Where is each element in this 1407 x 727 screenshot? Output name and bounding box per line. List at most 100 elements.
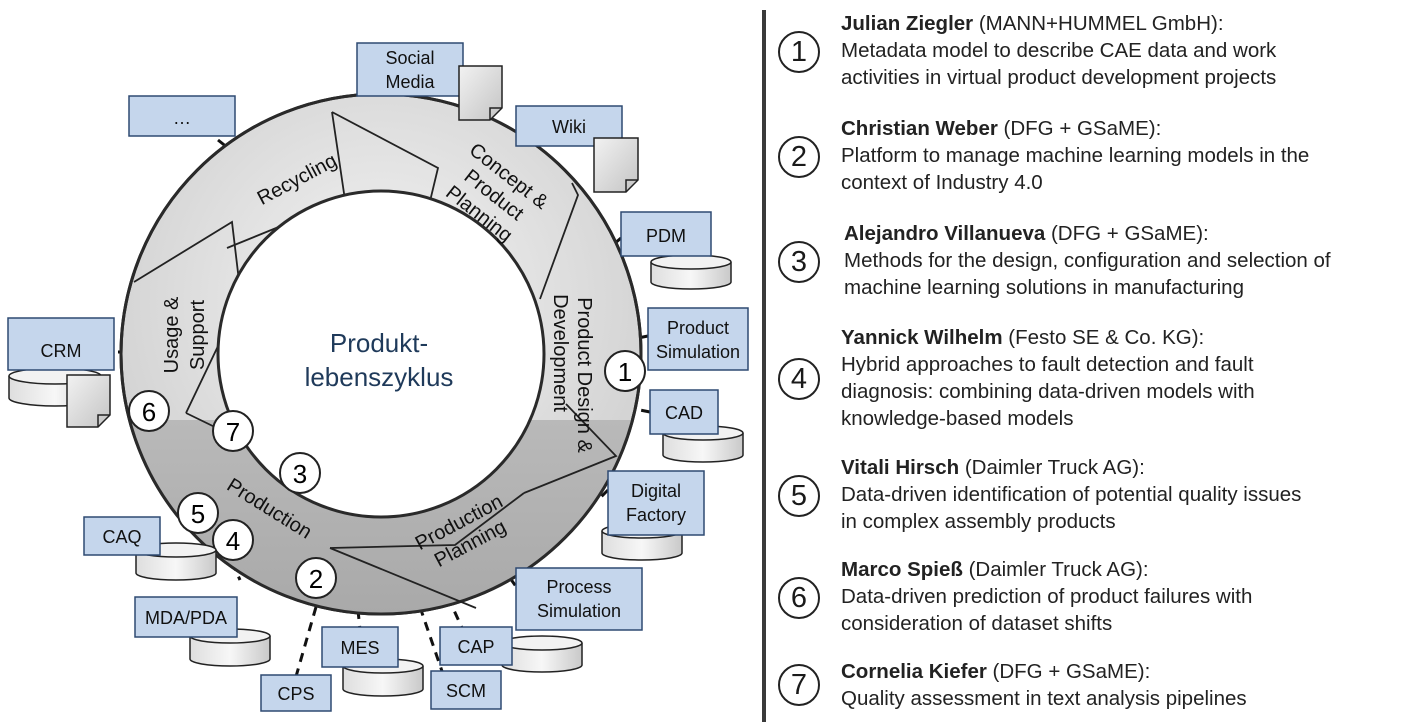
entry-org: (MANN+HUMMEL GmbH): — [973, 12, 1224, 35]
svg-text:Media: Media — [385, 72, 435, 92]
entry-line: machine learning solutions in manufactur… — [844, 276, 1244, 299]
vertical-divider — [762, 10, 766, 722]
entry-heading: Christian Weber (DFG + GSaME): — [841, 115, 1401, 142]
svg-text:MES: MES — [340, 638, 379, 658]
entry-heading: Marco Spieß (Daimler Truck AG): — [841, 556, 1401, 583]
svg-text:Digital: Digital — [631, 481, 681, 501]
entry-line: knowledge-based models — [841, 407, 1074, 430]
phase-usage: Usage & Support — [161, 296, 209, 373]
entry-heading: Yannick Wilhelm (Festo SE & Co. KG): — [841, 324, 1401, 351]
system-process-simulation: Process Simulation — [515, 567, 643, 631]
diagram-markers: 1 2 3 4 5 6 7 — [128, 350, 646, 599]
entry-org: (Festo SE & Co. KG): — [1002, 326, 1205, 349]
svg-text:lebenszyklus: lebenszyklus — [305, 362, 454, 392]
marker-7: 7 — [212, 410, 254, 452]
svg-text:Simulation: Simulation — [537, 601, 621, 621]
database-icon — [342, 666, 424, 697]
entry-number: 6 — [778, 577, 820, 619]
entry-name: Alejandro Villanueva — [844, 222, 1046, 245]
svg-text:…: … — [173, 108, 191, 128]
system-scm: SCM — [430, 670, 502, 710]
svg-text:CAP: CAP — [457, 637, 494, 657]
svg-text:Process: Process — [546, 577, 611, 597]
svg-text:Wiki: Wiki — [552, 117, 586, 137]
svg-text:Usage &: Usage & — [161, 296, 183, 373]
entry-line: Metadata model to describe CAE data and … — [841, 39, 1277, 62]
entry-name: Marco Spieß — [841, 558, 963, 581]
marker-3: 3 — [279, 452, 321, 494]
marker-4: 4 — [212, 519, 254, 561]
entry-heading: Alejandro Villanueva (DFG + GSaME): — [844, 220, 1404, 247]
svg-text:Simulation: Simulation — [656, 342, 740, 362]
entry-org: (Daimler Truck AG): — [962, 558, 1149, 581]
entry-line: Data-driven identification of potential … — [841, 483, 1302, 506]
database-icon — [601, 531, 683, 561]
system-more: … — [128, 95, 236, 137]
entry-number: 4 — [778, 358, 820, 400]
marker-5: 5 — [177, 492, 219, 534]
entry-org: (Daimler Truck AG): — [959, 456, 1145, 479]
entry-org: (DFG + GSaME): — [997, 117, 1162, 140]
svg-text:Product Design &: Product Design & — [573, 297, 595, 453]
svg-text:CRM: CRM — [41, 341, 82, 361]
entry-org: (DFG + GSaME): — [986, 660, 1151, 683]
entry-line: Hybrid approaches to fault detection and… — [841, 353, 1254, 376]
svg-text:Development: Development — [549, 294, 571, 412]
svg-text:5: 5 — [191, 499, 205, 529]
entry-name: Yannick Wilhelm — [841, 326, 1003, 349]
system-mda-pda: MDA/PDA — [134, 596, 271, 667]
svg-text:1: 1 — [618, 357, 632, 387]
lifecycle-ring — [119, 92, 643, 616]
database-icon — [135, 550, 217, 581]
svg-text:7: 7 — [226, 417, 240, 447]
system-pdm: PDM — [620, 211, 732, 290]
svg-text:6: 6 — [142, 397, 156, 427]
svg-text:4: 4 — [226, 526, 240, 556]
document-icon — [593, 137, 639, 193]
document-icon — [458, 65, 503, 121]
entry-name: Christian Weber — [841, 117, 998, 140]
entry-line: diagnosis: combining data-driven models … — [841, 380, 1255, 403]
svg-text:Produkt-: Produkt- — [330, 328, 428, 358]
phase-design: Product Design & Development — [549, 294, 595, 453]
entry-name: Julian Ziegler — [841, 12, 974, 35]
svg-text:CPS: CPS — [277, 684, 314, 704]
center-label: Produkt- lebenszyklus — [305, 328, 454, 392]
database-icon — [662, 433, 744, 463]
entry-number: 1 — [778, 31, 820, 73]
entry-line: consideration of dataset shifts — [841, 612, 1113, 635]
system-social-media: Social Media — [356, 42, 503, 121]
svg-text:CAQ: CAQ — [102, 527, 141, 547]
entry-line: in complex assembly products — [841, 510, 1116, 533]
marker-2: 2 — [295, 557, 337, 599]
system-cap: CAP — [439, 626, 583, 673]
entry-number: 3 — [778, 241, 820, 283]
svg-text:MDA/PDA: MDA/PDA — [145, 608, 227, 628]
lifecycle-diagram: Produkt- lebenszyklus Recycling Concept … — [7, 42, 749, 712]
entry-number: 7 — [778, 664, 820, 706]
entry-org: (DFG + GSaME): — [1045, 222, 1209, 245]
entry-line: Platform to manage machine learning mode… — [841, 144, 1310, 167]
system-wiki: Wiki — [515, 105, 639, 193]
entry-heading: Julian Ziegler (MANN+HUMMEL GmbH): — [841, 10, 1401, 37]
entry-line: Data-driven prediction of product failur… — [841, 585, 1253, 608]
svg-text:Product: Product — [667, 318, 729, 338]
entry-line: context of Industry 4.0 — [841, 171, 1043, 194]
marker-6: 6 — [128, 390, 170, 432]
entry-number: 5 — [778, 475, 820, 517]
contributors-list: 1 Julian Ziegler (MANN+HUMMEL GmbH): Met… — [776, 0, 1401, 727]
svg-text:2: 2 — [309, 564, 323, 594]
entry-line: activities in virtual product developmen… — [841, 66, 1277, 89]
system-cps: CPS — [260, 674, 332, 712]
svg-text:PDM: PDM — [646, 226, 686, 246]
entry-line: Methods for the design, configuration an… — [844, 249, 1331, 272]
entry-number: 2 — [778, 136, 820, 178]
document-icon — [66, 374, 111, 428]
system-digital-factory: Digital Factory — [601, 470, 705, 561]
system-product-simulation: Product Simulation — [647, 307, 749, 371]
entry-name: Vitali Hirsch — [841, 456, 960, 479]
svg-text:SCM: SCM — [446, 681, 486, 701]
entry-heading: Vitali Hirsch (Daimler Truck AG): — [841, 454, 1401, 481]
system-mes: MES — [321, 626, 424, 697]
marker-1: 1 — [604, 350, 646, 392]
